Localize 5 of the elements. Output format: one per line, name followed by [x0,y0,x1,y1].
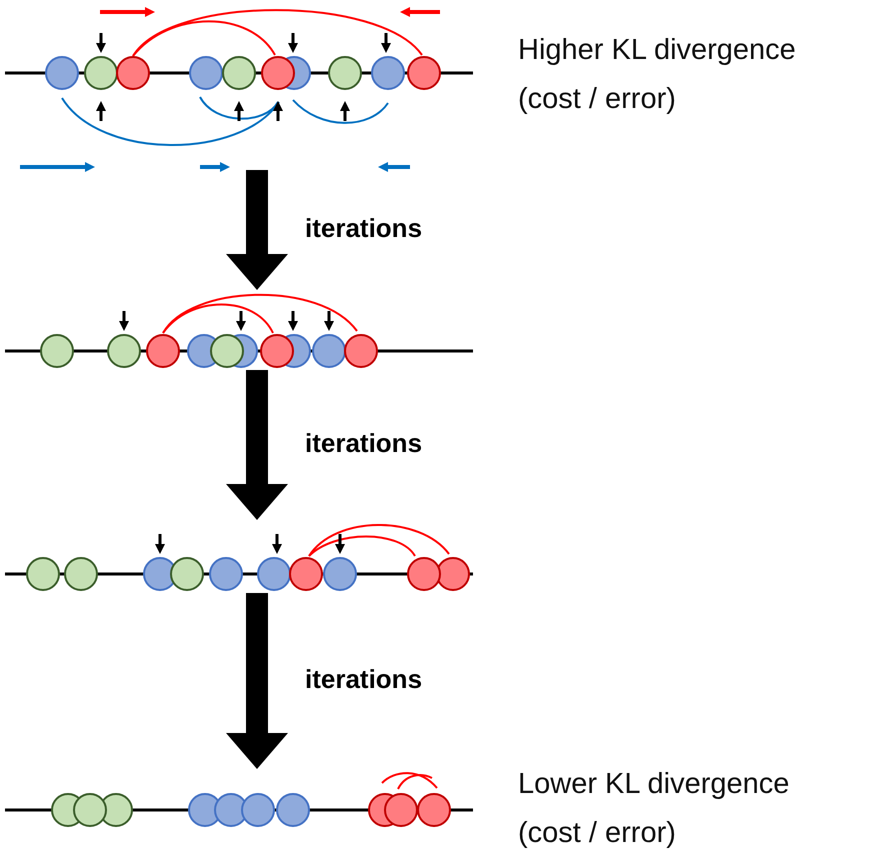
down-arrow [226,370,288,520]
down-arrow [226,170,288,290]
down-arrow [226,593,288,769]
annotation-text: Lower KL divergence (cost / error) [518,767,790,851]
annotation-text: Higher KL divergence (cost / error) [518,33,797,117]
